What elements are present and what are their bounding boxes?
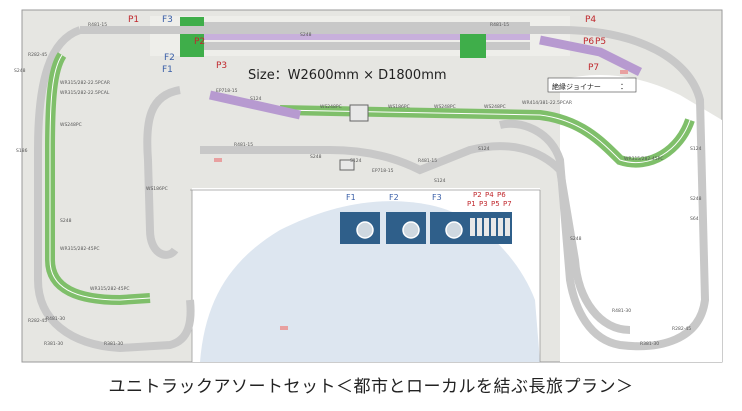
track-label: WR414/381-22.5PCAR: [522, 100, 572, 106]
track-label: R481-15: [88, 22, 107, 28]
joiner-label: 絶縁ジョイナー: [552, 82, 601, 91]
point-p2-label: P2: [194, 37, 205, 47]
inner-loop-bottom: [200, 142, 631, 334]
track-label: S186: [16, 148, 28, 154]
green-track-left-center: [49, 54, 151, 301]
track-label: S124: [690, 146, 702, 152]
red-mark-2: [280, 326, 288, 330]
crossing-marker-2: [339, 159, 355, 171]
platform-left: [180, 17, 204, 57]
controller-f2-label: F2: [389, 193, 399, 202]
track-label: R282-45: [672, 326, 691, 332]
controller-f3-knob: [445, 221, 463, 239]
track-label: S248: [310, 154, 322, 160]
track-label: S248: [690, 196, 702, 202]
point-p1-label: P1: [128, 15, 139, 25]
point-switch: [505, 218, 510, 236]
track-label: WR315/282-45PC: [624, 156, 663, 162]
track-label: S124: [250, 96, 262, 102]
platform-right: [460, 30, 486, 58]
point-p5-label: P5: [595, 37, 606, 47]
outer-track-left: [34, 26, 195, 353]
point-ctrl-p1: P1: [467, 200, 476, 208]
track-label: S248: [14, 68, 26, 74]
track-label: R282-45: [28, 52, 47, 58]
feeder-f2-label: F2: [164, 53, 175, 63]
purple-turnout-1: [209, 90, 301, 120]
track-label: R381-30: [44, 341, 63, 347]
point-switch: [477, 218, 482, 236]
track-label: R381-30: [640, 341, 659, 347]
purple-turnout-2: [539, 35, 643, 77]
point-ctrl-p5: P5: [491, 200, 500, 208]
track-label: WS248PC: [320, 104, 342, 110]
track-label: WR315/282-22.5PCAL: [60, 90, 110, 96]
point-p3-label: P3: [216, 61, 227, 71]
point-p4-label: P4: [585, 15, 596, 25]
inner-track-left: [143, 86, 181, 259]
controller-f1-knob: [356, 221, 374, 239]
point-switch: [484, 218, 489, 236]
track-label: WS186PC: [388, 104, 410, 110]
point-ctrl-p2: P2: [473, 191, 482, 199]
track-label: R381-30: [104, 341, 123, 347]
track-label: R481-30: [46, 316, 65, 322]
station-track-3: [200, 42, 530, 50]
point-switch: [470, 218, 475, 236]
joiner-legend: [547, 77, 637, 93]
red-mark-1: [214, 158, 222, 162]
caption: ユニトラックアソートセット＜都市とローカルを結ぶ長旅プラン＞: [108, 377, 634, 397]
track-label: WR315/282-22.5PCAR: [60, 80, 110, 86]
point-p6-label: P6: [583, 37, 594, 47]
track-label: WS248PC: [434, 104, 456, 110]
track-label: EP718-15: [372, 168, 394, 174]
track-label: WR315/282-45PC: [60, 246, 99, 252]
track-label: S124: [350, 158, 362, 164]
point-ctrl-p4: P4: [485, 191, 494, 199]
joiner-symbol: ：: [620, 82, 628, 91]
track-label: S64: [690, 216, 699, 222]
red-mark-3: [620, 70, 628, 74]
controller-f1-label: F1: [346, 193, 356, 202]
track-label: WS248PC: [60, 122, 82, 128]
track-label: R481-15: [234, 142, 253, 148]
track-label: R481-15: [490, 22, 509, 28]
track-label: WR315/282-45PC: [90, 286, 129, 292]
track-label: R481-30: [612, 308, 631, 314]
track-label: EP718-15: [216, 88, 238, 94]
track-label: S124: [434, 178, 446, 184]
track-labels: R481-15 S248 R282-45 WR315/282-22.5PCAR …: [14, 22, 702, 347]
track-label: S248: [570, 236, 582, 242]
track-label: WS186PC: [146, 186, 168, 192]
point-ctrl-p6: P6: [497, 191, 506, 199]
track-label: S248: [300, 32, 312, 38]
green-track-middle-center: [279, 109, 691, 164]
controller-f2-knob: [402, 221, 420, 239]
crossing-marker-1: [349, 104, 369, 122]
size-label: Size：W2600mm × D1800mm: [248, 68, 447, 83]
track-label: S124: [478, 146, 490, 152]
track-label: R481-15: [418, 158, 437, 164]
point-p7-label: P7: [588, 63, 599, 73]
point-switch: [498, 218, 503, 236]
point-ctrl-p7: P7: [503, 200, 512, 208]
outer-track-right: [80, 26, 710, 351]
track-label: WS248PC: [484, 104, 506, 110]
point-switch: [491, 218, 496, 236]
point-ctrl-p3: P3: [479, 200, 488, 208]
controller-f3-label: F3: [432, 193, 442, 202]
controller-group: F1 F2 F3 P2 P4 P6 P1 P3 P5 P7: [340, 191, 512, 244]
track-label: R282-45: [28, 318, 47, 324]
station-track-2: [200, 32, 530, 40]
point-switches: [470, 218, 510, 236]
feeder-f1-label: F1: [162, 65, 173, 75]
feeder-f3-label: F3: [162, 15, 173, 25]
track-label: S248: [60, 218, 72, 224]
